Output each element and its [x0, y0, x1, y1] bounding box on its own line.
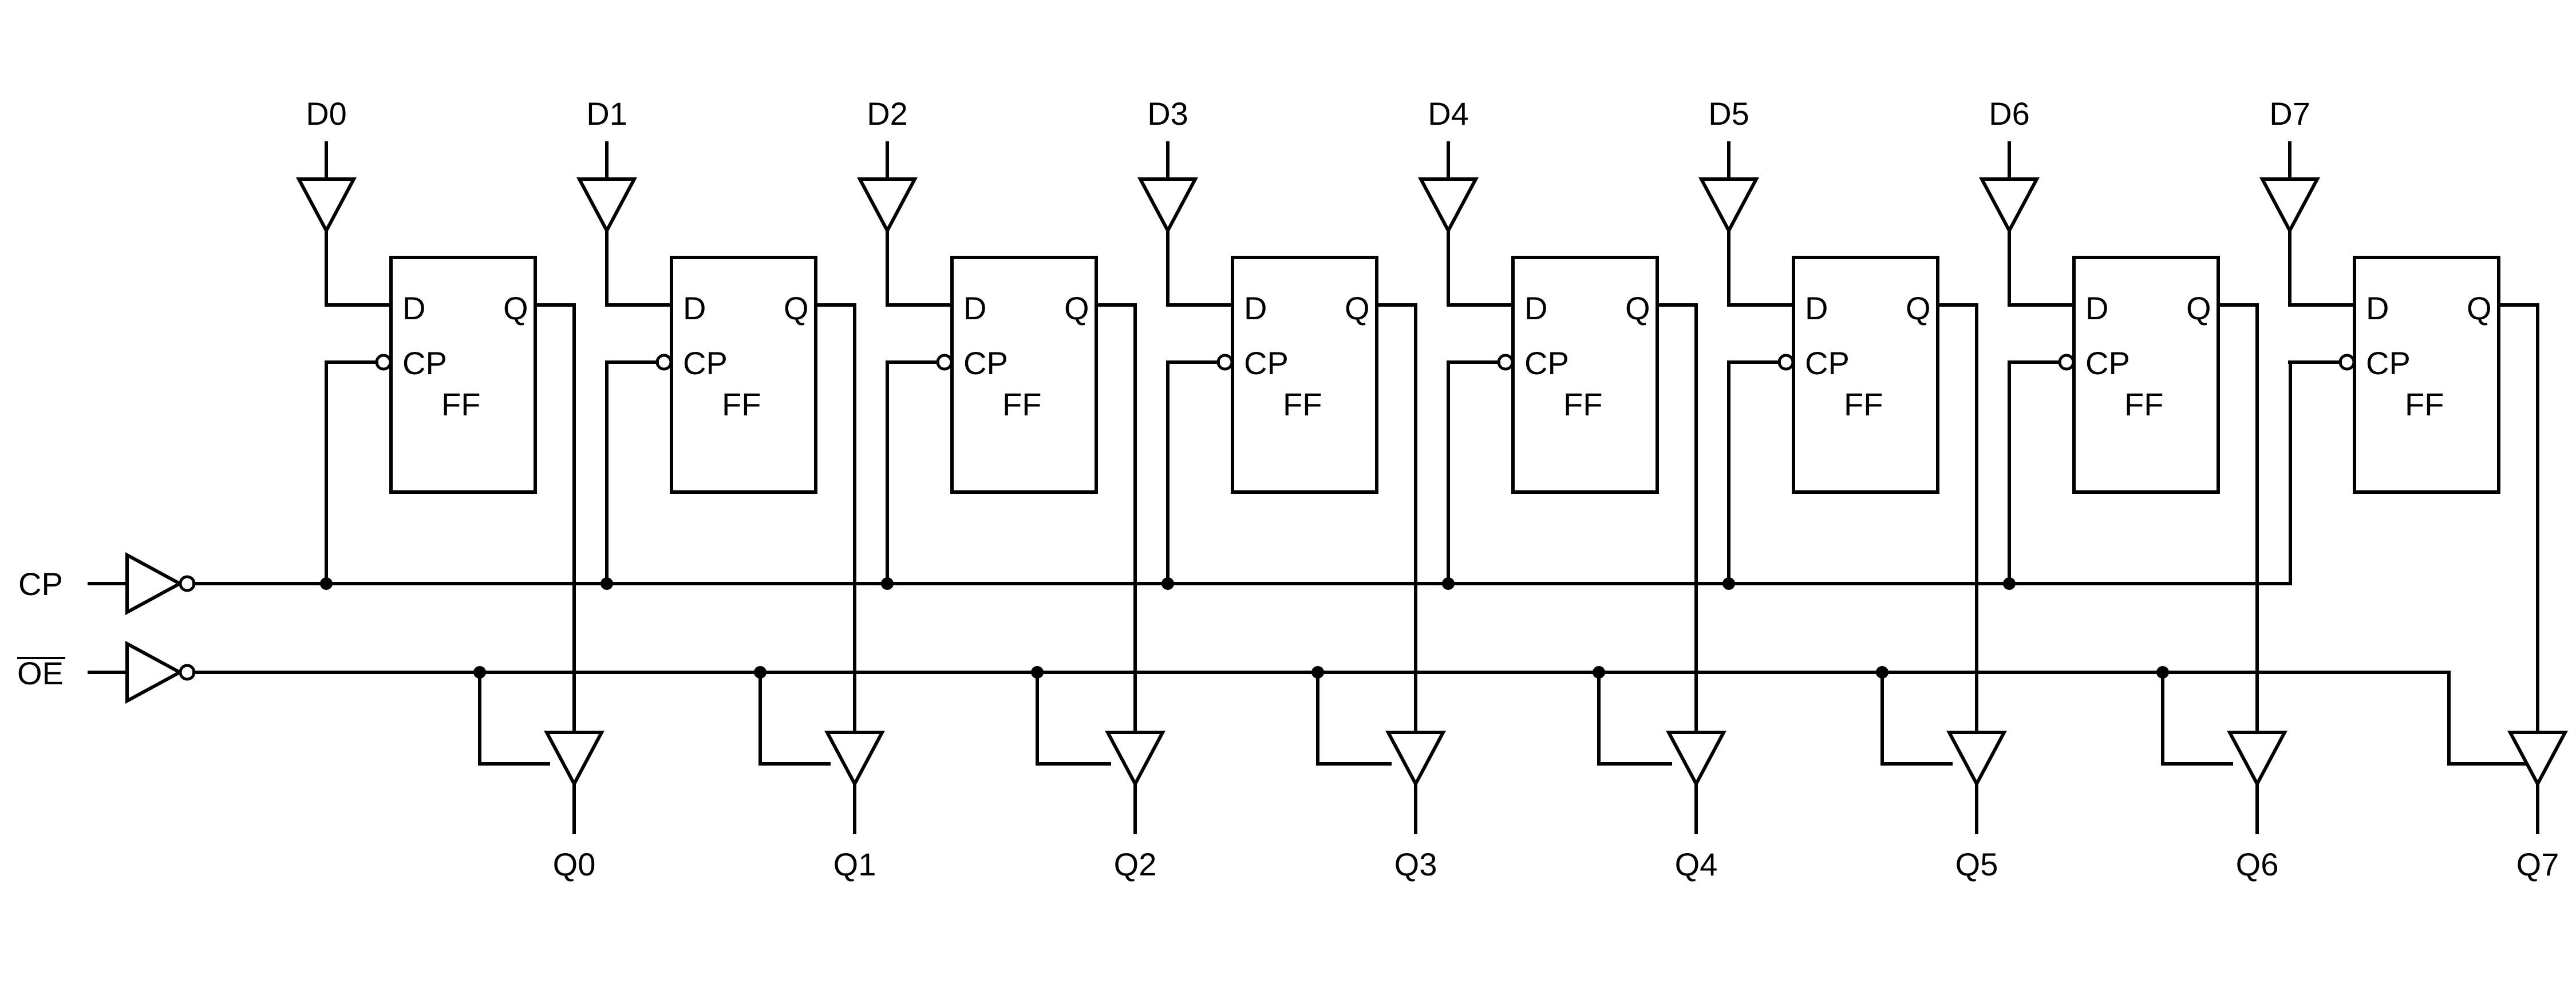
cp-junction — [881, 577, 894, 590]
register-stage: D3D Q CP FF Q3 — [1137, 96, 1446, 882]
ff-q-pin-label: Q — [784, 290, 809, 326]
ff-cp-pin-label: CP — [2366, 345, 2411, 381]
input-label: D6 — [1989, 96, 2030, 132]
cp-junction — [600, 577, 613, 590]
ff-d-pin-label: D — [2085, 290, 2108, 326]
ff-q-pin-label: Q — [2186, 290, 2211, 326]
output-buffer — [1105, 731, 1165, 788]
output-buffer — [1385, 731, 1446, 788]
ff-cp-pin-label: CP — [963, 345, 1008, 381]
ff-name-label: FF — [722, 386, 761, 422]
ff-q-pin-label: Q — [1064, 290, 1089, 326]
ff-d-pin-label: D — [1805, 290, 1828, 326]
output-buffer — [1666, 731, 1726, 788]
flip-flop-box — [1231, 256, 1378, 494]
cp-junction — [1442, 577, 1455, 590]
register-stage: D4D Q CP FF Q4 — [1418, 96, 1726, 882]
cp-junction — [1161, 577, 1174, 590]
input-label: D7 — [2269, 96, 2310, 132]
output-label: Q3 — [1394, 846, 1437, 882]
output-label: Q2 — [1114, 846, 1157, 882]
ff-name-label: FF — [1283, 386, 1322, 422]
ff-q-pin-label: Q — [503, 290, 528, 326]
register-stage: D0D Q CP FF Q0 — [296, 96, 605, 882]
ff-cp-pin-label: CP — [683, 345, 728, 381]
ff-d-pin-label: D — [1244, 290, 1267, 326]
ff-name-label: FF — [441, 386, 480, 422]
input-buffer — [576, 177, 637, 235]
flip-flop-box — [670, 256, 817, 494]
flip-flop-box — [950, 256, 1098, 494]
ff-name-label: FF — [2405, 386, 2444, 422]
output-label: Q6 — [2236, 846, 2279, 882]
output-label: Q1 — [833, 846, 876, 882]
ff-name-label: FF — [1844, 386, 1883, 422]
output-label: Q0 — [553, 846, 596, 882]
flip-flop-box — [1792, 256, 1939, 494]
register-stage: D2D Q CP FF Q2 — [857, 96, 1165, 882]
ff-d-pin-label: D — [2366, 290, 2389, 326]
input-label: D0 — [306, 96, 347, 132]
output-label: Q5 — [1955, 846, 1998, 882]
input-buffer — [1698, 177, 1759, 235]
input-label: D2 — [867, 96, 908, 132]
register-stage: D5D Q CP FF Q5 — [1698, 96, 2007, 882]
input-buffer — [857, 177, 918, 235]
cp-junction — [1722, 577, 1735, 590]
ff-name-label: FF — [2124, 386, 2163, 422]
cp-input-buffer: CP — [18, 360, 2292, 616]
ff-cp-pin-label: CP — [402, 345, 447, 381]
ff-cp-pin-label: CP — [1524, 345, 1569, 381]
output-label: Q4 — [1675, 846, 1718, 882]
register-stage: D7D Q CP FF Q7 — [2259, 96, 2568, 882]
input-label: D1 — [586, 96, 627, 132]
output-buffer — [544, 731, 605, 788]
input-buffer — [1137, 177, 1198, 235]
ff-q-pin-label: Q — [1625, 290, 1650, 326]
ff-d-pin-label: D — [402, 290, 425, 326]
input-label: D5 — [1708, 96, 1749, 132]
register-stage: D6D Q CP FF Q6 — [1979, 96, 2287, 882]
oe-input-buffer: OE — [17, 640, 2526, 766]
cp-junction — [320, 577, 333, 590]
ff-q-pin-label: Q — [1345, 290, 1370, 326]
ff-name-label: FF — [1002, 386, 1041, 422]
ff-q-pin-label: Q — [1906, 290, 1931, 326]
oe-label: OE — [17, 655, 64, 691]
ff-d-pin-label: D — [1524, 290, 1547, 326]
output-buffer — [2507, 731, 2568, 788]
input-buffer — [1979, 177, 2040, 235]
cp-label: CP — [18, 566, 63, 602]
ff-name-label: FF — [1563, 386, 1602, 422]
output-buffer — [824, 731, 885, 788]
ff-d-pin-label: D — [683, 290, 706, 326]
ff-cp-pin-label: CP — [2085, 345, 2130, 381]
flip-flop-box — [389, 256, 537, 494]
flip-flop-box — [1511, 256, 1659, 494]
output-label: Q7 — [2516, 846, 2559, 882]
output-buffer — [2227, 731, 2287, 788]
ff-q-pin-label: Q — [2467, 290, 2492, 326]
input-label: D4 — [1428, 96, 1469, 132]
flip-flop-box — [2353, 256, 2500, 494]
input-buffer — [296, 177, 357, 235]
flip-flop-box — [2072, 256, 2220, 494]
ff-cp-pin-label: CP — [1244, 345, 1289, 381]
input-buffer — [1418, 177, 1479, 235]
output-buffer — [1946, 731, 2007, 788]
register-stage: D1D Q CP FF Q1 — [576, 96, 885, 882]
cp-junction — [2003, 577, 2016, 590]
input-buffer — [2259, 177, 2320, 235]
ff-d-pin-label: D — [963, 290, 986, 326]
ff-cp-pin-label: CP — [1805, 345, 1850, 381]
input-label: D3 — [1147, 96, 1188, 132]
